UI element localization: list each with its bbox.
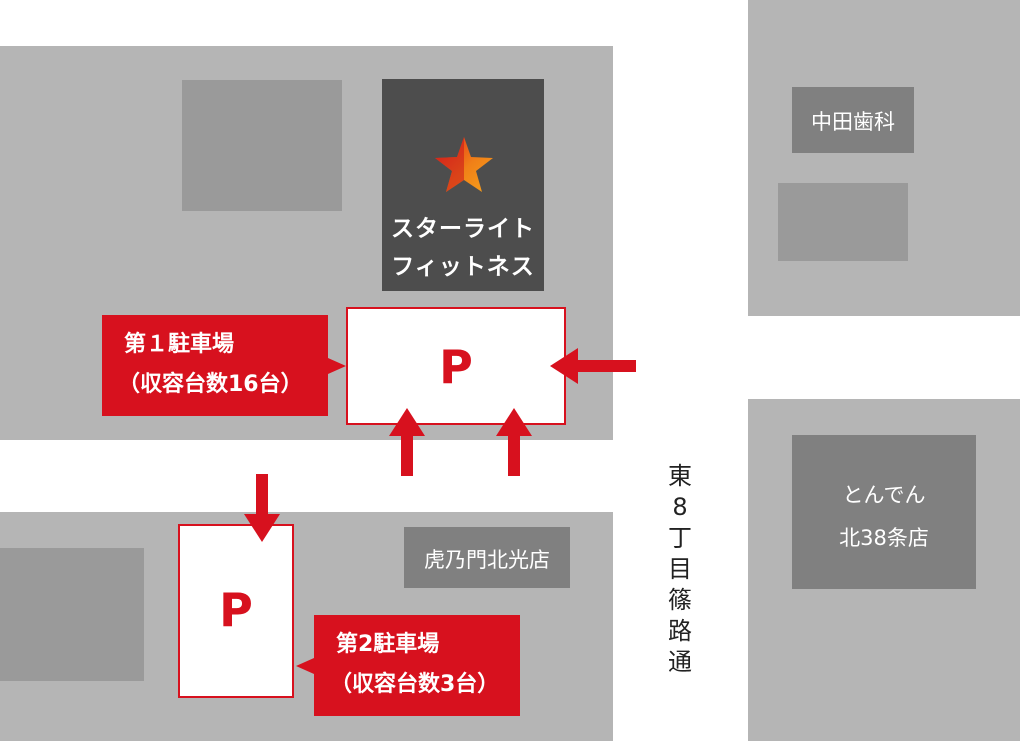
street-char: 篠 (668, 586, 692, 614)
gym-name-line1: スターライト (391, 216, 535, 242)
building (182, 80, 342, 211)
parking-1-callout: 第１駐車場 （収容台数16台） (102, 315, 328, 416)
star-icon (435, 137, 493, 192)
building (0, 548, 144, 681)
tonden-label-line1: とんでん (842, 483, 926, 507)
street-char: 8 (672, 493, 688, 521)
gym-name-line2: フィットネス (391, 254, 535, 280)
street-char: 目 (668, 555, 692, 583)
toranomon-building: 虎乃門北光店 (404, 527, 570, 588)
street-char: 東 (668, 462, 692, 490)
parking-2-mark: P (219, 583, 253, 637)
tonden-label-line2: 北38条店 (839, 526, 929, 550)
parking-1-mark: P (439, 340, 473, 394)
street-char: 丁 (668, 524, 692, 552)
parking-lot-1[interactable]: P (346, 307, 566, 425)
parking-2-capacity: （収容台数3台） (330, 672, 500, 697)
parking-lot-2[interactable]: P (178, 524, 294, 698)
street-char: 路 (668, 617, 692, 645)
gym-building: スターライト フィットネス (382, 79, 544, 291)
arrow-down-icon (244, 474, 280, 542)
city-block-northeast (748, 0, 1020, 316)
dentist-building: 中田歯科 (792, 87, 914, 153)
arrow-up-icon (389, 408, 425, 476)
street-char: 通 (668, 648, 692, 676)
street-name: 東 8 丁 目 篠 路 通 (665, 461, 695, 678)
toranomon-label: 虎乃門北光店 (424, 548, 550, 572)
parking-2-callout: 第2駐車場 （収容台数3台） (314, 615, 520, 716)
parking-1-capacity: （収容台数16台） (118, 372, 303, 397)
parking-2-title: 第2駐車場 (336, 632, 440, 657)
arrow-left-icon (550, 348, 636, 384)
tonden-building: とんでん 北38条店 (792, 435, 976, 589)
arrow-up-icon (496, 408, 532, 476)
parking-1-title: 第１駐車場 (124, 332, 235, 357)
building (778, 183, 908, 261)
dentist-label: 中田歯科 (811, 110, 895, 134)
